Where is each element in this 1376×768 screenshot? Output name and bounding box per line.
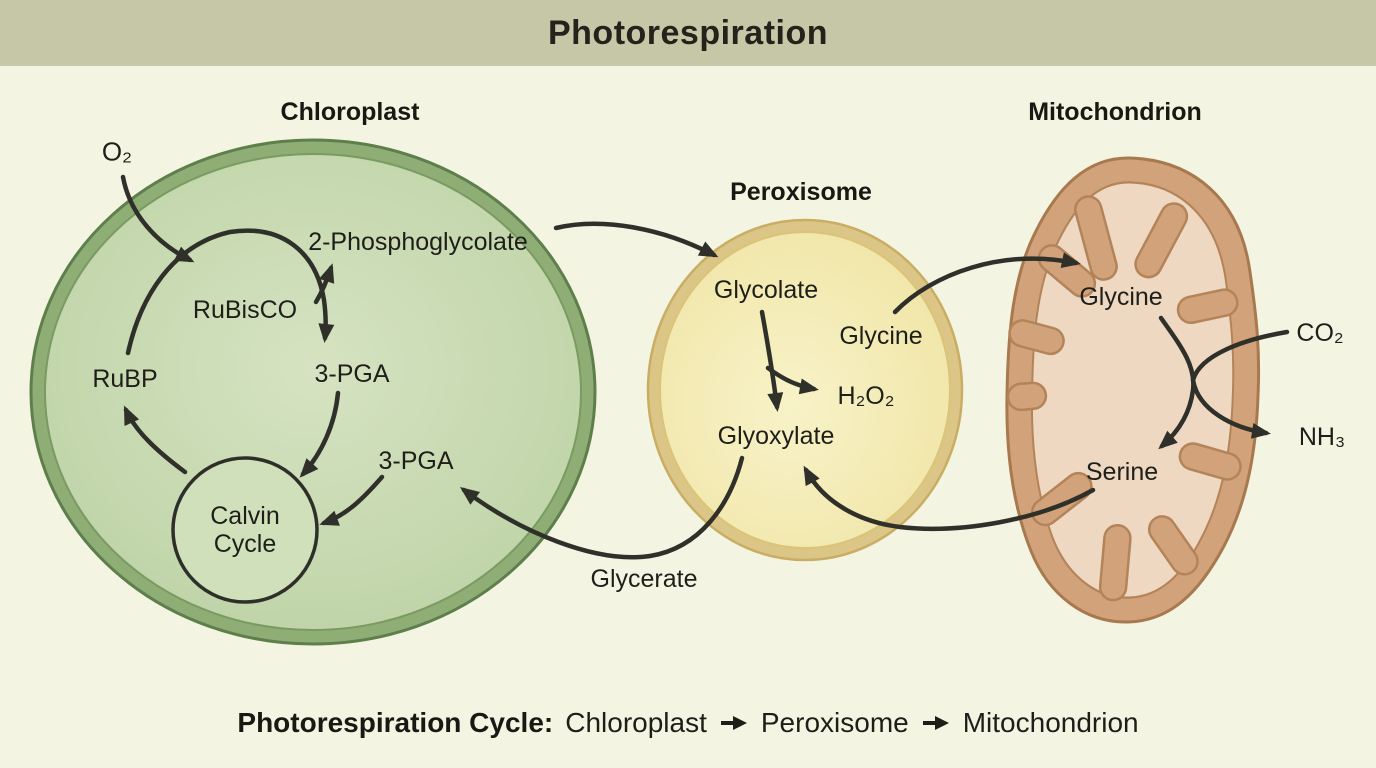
arrow-co2-nh3-release [1190,329,1290,439]
caption-prefix: Photorespiration Cycle: [237,707,554,738]
chloroplast-shape [29,138,597,646]
page-title: Photorespiration [547,13,829,52]
arrow-pga-upper-to-calvin [299,390,341,478]
caption-step-mitochondrion: Mitochondrion [962,707,1139,738]
mitochondrion-shape [1005,156,1261,624]
arrow-fork-to-phosphoglycolate [313,263,335,305]
cycle-caption: Photorespiration Cycle: Chloroplast Pero… [0,707,1376,739]
calvin-cycle-circle [171,456,319,604]
arrow-rubp-rubisco-to-pga [125,228,335,356]
caption-step-chloroplast: Chloroplast [565,707,707,738]
arrow-right-icon [921,707,951,739]
arrow-pga-lower-to-calvin [319,474,385,526]
arrow-phosphoglycolate-to-glycolate [553,221,719,258]
cristae [1006,195,1242,602]
arrow-glycine-to-serine [1158,315,1196,450]
caption-step-peroxisome: Peroxisome [760,707,909,738]
peroxisome-shape [646,218,964,562]
arrow-right-icon [719,707,749,739]
reaction-arrows [120,174,1290,560]
arrow-branch-to-h2o2 [765,365,819,395]
arrow-glycerate-to-pga [459,455,745,560]
title-bar: Photorespiration [0,0,1376,66]
arrow-glycolate-to-glyoxylate [759,309,784,412]
arrow-serine-to-glyoxylate [803,465,1096,531]
arrow-glycine-to-mitochondrion [892,252,1081,315]
arrow-calvin-to-rubp [123,405,188,475]
